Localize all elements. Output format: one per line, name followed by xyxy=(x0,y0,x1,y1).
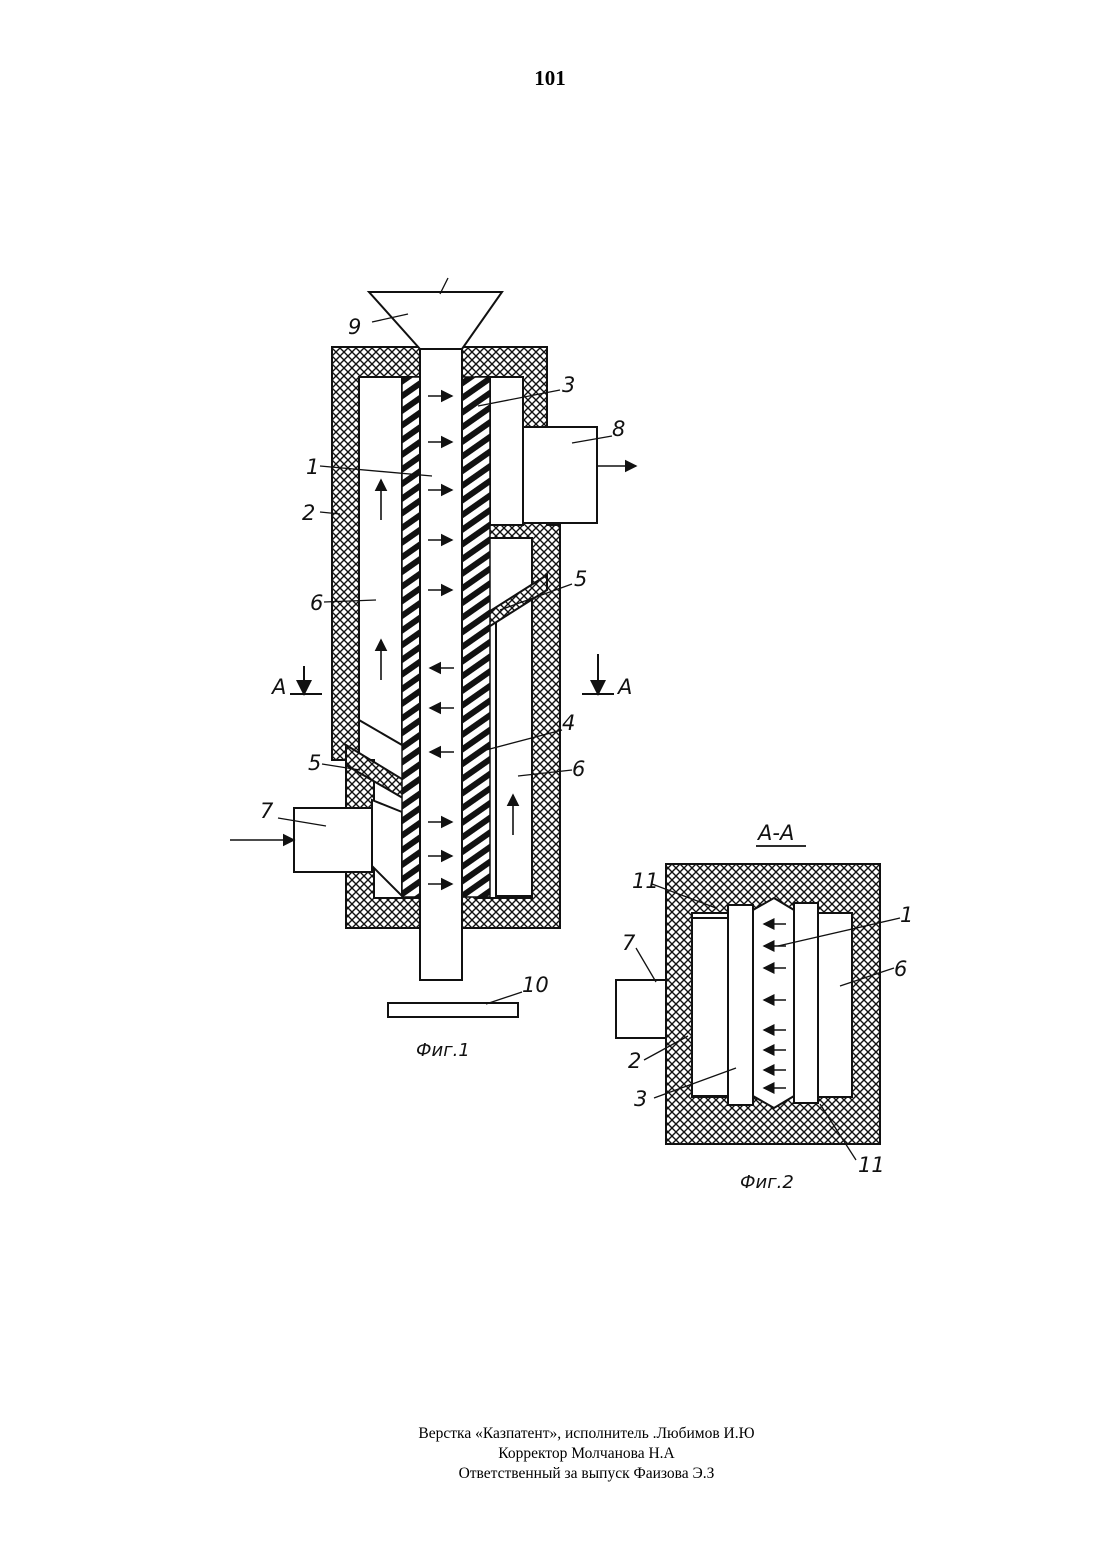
fig2-label-6: 6 xyxy=(894,957,907,981)
fig2-label-7: 7 xyxy=(622,931,636,955)
fig1-section-mark-right xyxy=(582,654,614,694)
imprint-corrector-line: Корректор Молчанова Н.А xyxy=(0,1444,1100,1464)
fig1-left-chamber xyxy=(359,377,402,745)
fig1-caption: Фиг.1 xyxy=(416,1040,470,1061)
fig1-label-6-left: 6 xyxy=(310,591,323,615)
fig1-label-6-right: 6 xyxy=(572,757,585,781)
imprint-layout-line: Верстка «Казпатент», исполнитель .Любимо… xyxy=(0,1424,1100,1444)
figure-2: A-A xyxy=(616,821,913,1193)
fig2-left-chamber xyxy=(692,918,728,1096)
fig1-label-8: 8 xyxy=(612,417,625,441)
fig1-tray xyxy=(388,1003,518,1017)
fig1-left-lower-chamber xyxy=(372,800,402,896)
imprint-footer: Верстка «Казпатент», исполнитель .Любимо… xyxy=(0,1424,1100,1484)
fig2-label-11-top: 11 xyxy=(632,869,659,893)
fig2-title: A-A xyxy=(756,821,794,845)
fig2-left-heater xyxy=(728,905,753,1105)
fig1-inlet-pipe xyxy=(294,808,372,872)
fig1-section-label-right: A xyxy=(616,675,632,699)
fig1-central-tube xyxy=(420,349,462,980)
fig2-inlet-pipe xyxy=(616,980,666,1038)
fig1-outlet-pipe xyxy=(523,427,597,523)
fig1-label-5-upper: 5 xyxy=(574,567,587,591)
imprint-responsible-line: Ответственный за выпуск Фаизова Э.З xyxy=(0,1464,1100,1484)
fig1-section-label-left: A xyxy=(270,675,286,699)
fig2-label-3: 3 xyxy=(634,1087,647,1111)
fig1-label-7: 7 xyxy=(260,799,274,823)
fig1-label-5-lower: 5 xyxy=(308,751,321,775)
fig2-label-1: 1 xyxy=(900,903,913,927)
fig1-label-9: 9 xyxy=(348,315,361,339)
fig1-right-upper-chamber xyxy=(490,377,523,525)
fig2-right-chamber xyxy=(818,913,852,1097)
fig1-heater-right xyxy=(462,377,490,897)
fig1-label-4: 4 xyxy=(562,711,575,735)
fig2-label-11-bottom: 11 xyxy=(858,1153,885,1177)
fig1-label-3: 3 xyxy=(562,373,575,397)
fig2-label-2: 2 xyxy=(628,1049,641,1073)
fig1-section-mark-left xyxy=(290,666,322,694)
fig2-caption: Фиг.2 xyxy=(740,1172,794,1193)
fig1-label-1: 1 xyxy=(306,455,319,479)
fig1-label-10: 10 xyxy=(522,973,549,997)
fig2-right-heater xyxy=(794,903,818,1103)
fig2-central-channel xyxy=(753,898,794,1108)
fig1-label-2: 2 xyxy=(302,501,315,525)
fig1-heater-left xyxy=(402,377,420,897)
fig1-hopper xyxy=(369,292,502,349)
figure-1: 9 3 8 1 2 5 6 A A 4 5 6 7 10 Фиг.1 xyxy=(230,278,636,1061)
